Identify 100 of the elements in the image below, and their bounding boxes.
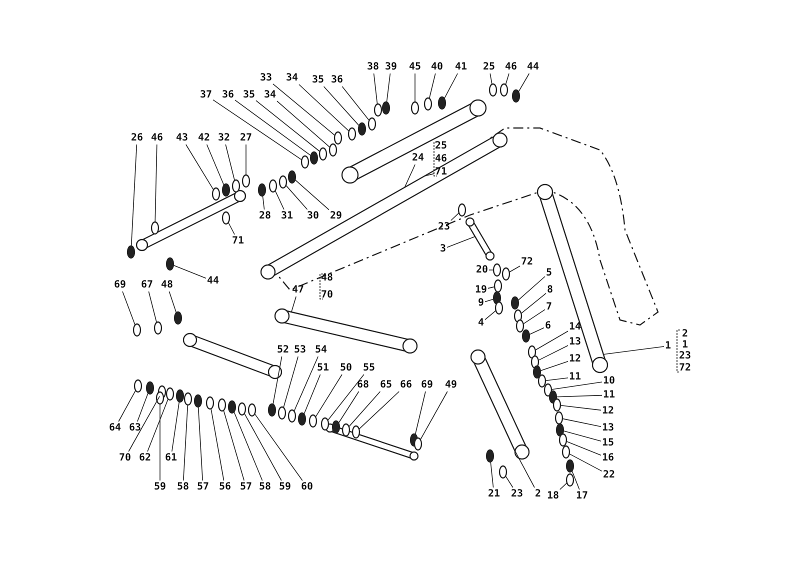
callout-number: 71 [232, 236, 244, 246]
callout-number: 46 [504, 62, 518, 72]
seal-ring [544, 383, 552, 397]
callout-number: 53 [294, 344, 306, 356]
leader-line [225, 144, 235, 181]
leader-line [212, 99, 302, 160]
leader-line [386, 73, 391, 102]
seal-ring [278, 175, 288, 189]
seal-ring [232, 179, 240, 193]
leader-line [148, 291, 157, 323]
callout-number: 2 [682, 328, 688, 340]
seal-ring [414, 437, 422, 451]
leader-line [118, 390, 136, 422]
seal-ring [498, 465, 508, 479]
seal-ring [278, 406, 286, 420]
seal-ring [300, 155, 310, 169]
leader-line [130, 144, 138, 246]
callout-number: 72 [678, 362, 692, 374]
callout-number: 19 [474, 284, 488, 296]
callout-number: 13 [568, 336, 582, 348]
leader-line [274, 190, 284, 210]
callout-number: 68 [356, 380, 370, 390]
callout-number: 15 [602, 438, 614, 448]
callout-number: 2 [534, 488, 542, 500]
callout-number: 70 [320, 290, 334, 300]
seal-ring [554, 411, 564, 425]
callout-number: 10 [602, 376, 616, 386]
leader-line [358, 391, 400, 430]
callout-number: 69 [114, 280, 126, 290]
seal-ring [342, 423, 350, 437]
seal-ring [184, 392, 192, 406]
callout-number: 28 [258, 210, 272, 222]
seal-ring [320, 417, 330, 431]
seal-ring [382, 101, 390, 115]
callout-number: 66 [400, 380, 412, 390]
callout-number: 46 [434, 154, 448, 164]
leader-line [446, 236, 476, 248]
callout-number: 57 [196, 482, 210, 492]
seal-ring [500, 83, 508, 97]
seal-ring [166, 387, 174, 401]
seal-ring [194, 394, 202, 408]
callout-number: 27 [240, 132, 252, 144]
callout-number: 20 [476, 264, 488, 276]
seal-ring [298, 412, 306, 426]
hydraulic-cylinder [470, 349, 530, 460]
seal-ring [206, 396, 214, 410]
callout-number: 25 [434, 140, 448, 152]
leader-line [122, 291, 136, 326]
seal-ring [556, 423, 564, 437]
callout-number: 1 [682, 340, 688, 350]
leader-line [560, 482, 568, 490]
leader-line [529, 327, 544, 335]
callout-number: 8 [546, 284, 554, 296]
seal-ring [514, 309, 522, 323]
callout-number: 55 [362, 362, 376, 374]
seal-ring [562, 445, 570, 459]
callout-number: 34 [264, 90, 276, 100]
seal-ring [146, 381, 154, 395]
seal-ring [538, 374, 546, 388]
leader-line [414, 73, 416, 102]
callout-number: 18 [546, 490, 560, 502]
leader-line [566, 441, 602, 456]
seal-ring [352, 425, 360, 439]
leader-line [147, 398, 168, 452]
callout-number: 60 [300, 482, 314, 492]
callout-number: 54 [314, 344, 328, 356]
callout-number: 9 [478, 298, 484, 308]
seal-ring [238, 402, 246, 416]
seal-ring [222, 183, 230, 197]
callout-number: 11 [602, 390, 616, 400]
seal-ring [486, 449, 494, 463]
callout-number: 72 [520, 256, 534, 268]
callout-number: 3 [440, 244, 446, 254]
leader-line [490, 73, 492, 85]
callout-number: 37 [200, 90, 212, 100]
leader-line [522, 309, 546, 324]
callout-number: 36 [330, 74, 344, 86]
callout-number: 31 [280, 210, 294, 222]
callout-number: 21 [488, 488, 500, 500]
leader-line [186, 144, 214, 190]
leader-line [286, 184, 308, 210]
seal-ring [166, 257, 174, 271]
leader-line [404, 164, 416, 188]
seal-ring [492, 263, 502, 277]
leader-line [298, 84, 350, 132]
seal-ring [438, 96, 446, 110]
leader-line [568, 453, 602, 472]
seal-ring [174, 311, 182, 325]
leader-line [514, 449, 535, 488]
seal-ring [368, 117, 376, 131]
callout-number: 11 [568, 372, 582, 382]
callout-number: 65 [380, 380, 392, 390]
callout-number: 62 [138, 452, 152, 464]
leader-line [490, 462, 494, 488]
seal-ring [332, 420, 340, 434]
leader-line [198, 406, 203, 481]
callout-number: 47 [292, 284, 304, 296]
callout-number: 32 [218, 132, 230, 144]
callout-number: 36 [222, 90, 234, 100]
leader-line [128, 396, 160, 452]
